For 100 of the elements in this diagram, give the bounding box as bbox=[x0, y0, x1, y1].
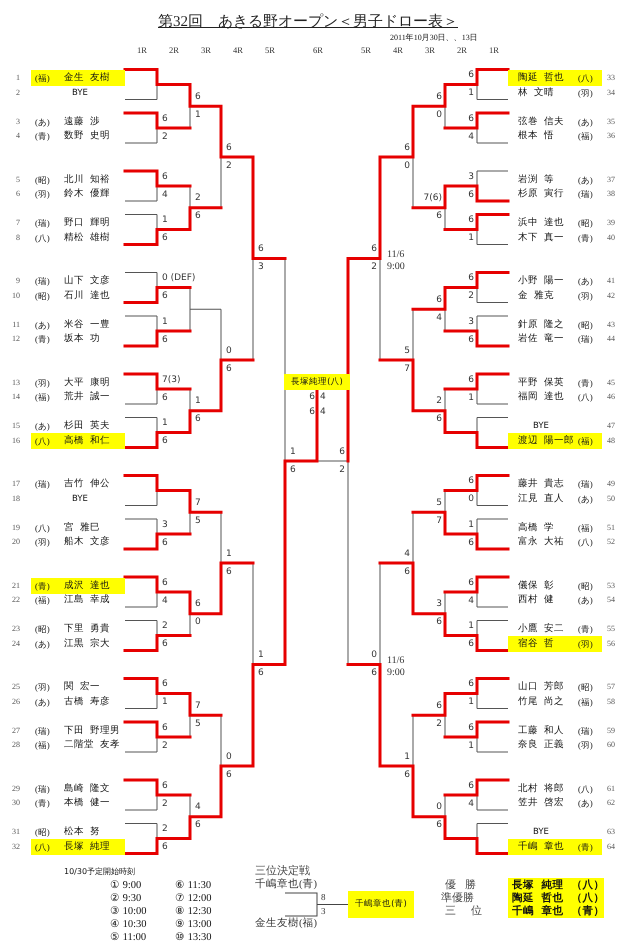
score: 6 bbox=[468, 576, 474, 590]
team-tag: (八) bbox=[578, 782, 593, 794]
match-time: 11/6 9:00 bbox=[387, 248, 406, 272]
round-header: 1R bbox=[137, 44, 147, 56]
score: 6 bbox=[468, 638, 474, 651]
player-number: 49 bbox=[607, 478, 615, 490]
player-number: 28 bbox=[12, 739, 20, 751]
player-number: 26 bbox=[12, 696, 20, 708]
score: 4 bbox=[320, 406, 326, 418]
player-number: 33 bbox=[607, 72, 615, 84]
score: 6 bbox=[162, 170, 168, 184]
score: 6 bbox=[258, 667, 264, 680]
round-header: 3R bbox=[201, 44, 211, 56]
team-tag: (青) bbox=[35, 333, 50, 345]
player-number: 19 bbox=[12, 522, 20, 534]
player-number: 13 bbox=[12, 376, 20, 388]
player-number: 57 bbox=[607, 681, 615, 693]
player-name: 下里 勇貴 bbox=[64, 622, 110, 636]
team-tag: (瑞) bbox=[35, 217, 50, 229]
player-number: 9 bbox=[16, 275, 20, 287]
rank-label: 三 位 bbox=[445, 904, 482, 919]
round-header: 4R bbox=[233, 44, 243, 56]
player-number: 56 bbox=[607, 638, 615, 650]
score: 4 bbox=[162, 188, 168, 202]
team-tag: (瑞) bbox=[578, 333, 593, 345]
round-header: 4R bbox=[393, 44, 403, 56]
score: 3 bbox=[468, 316, 474, 328]
score: 4 bbox=[468, 798, 474, 810]
player-number: 63 bbox=[607, 826, 615, 838]
score: 5 bbox=[404, 344, 410, 358]
player-number: 48 bbox=[607, 434, 615, 446]
team-tag: (あ) bbox=[35, 116, 50, 128]
player-number: 36 bbox=[607, 130, 615, 142]
player-number: 1 bbox=[16, 72, 20, 84]
player-name: 木下 真一 bbox=[518, 230, 564, 244]
player-number: 12 bbox=[12, 333, 20, 345]
score: 6 bbox=[162, 678, 168, 691]
team-tag: (八) bbox=[35, 232, 50, 244]
score: 2 bbox=[226, 160, 232, 172]
team-tag: (青) bbox=[578, 232, 593, 244]
score: 6 bbox=[258, 243, 264, 256]
score: 1 bbox=[195, 395, 201, 408]
player-number: 21 bbox=[12, 580, 20, 592]
player-name: 長塚 純理 bbox=[64, 840, 110, 854]
player-name: 本橋 健一 bbox=[64, 796, 110, 810]
round-header: 5R bbox=[361, 44, 371, 56]
score: 7(3) bbox=[162, 374, 180, 386]
score: 6 bbox=[436, 294, 442, 307]
player-number: 53 bbox=[607, 580, 615, 592]
player-number: 18 bbox=[12, 492, 20, 504]
team-tag: (あ) bbox=[578, 594, 593, 606]
score: 6 bbox=[195, 598, 201, 612]
score: 6 bbox=[162, 576, 168, 590]
score: 0 bbox=[371, 649, 377, 662]
team-tag: (青) bbox=[35, 130, 50, 142]
team-tag: (八) bbox=[578, 536, 593, 548]
player-number: 41 bbox=[607, 275, 615, 287]
player-name: 二階堂 友孝 bbox=[64, 738, 120, 752]
score: 4 bbox=[468, 594, 474, 608]
team-tag: (八) bbox=[578, 72, 593, 84]
team-tag: (昭) bbox=[35, 623, 50, 635]
player-number: 38 bbox=[607, 188, 615, 200]
score: 1 bbox=[290, 446, 296, 458]
player-number: 42 bbox=[607, 290, 615, 302]
score: 6 bbox=[162, 638, 168, 651]
team-tag: (瑞) bbox=[578, 188, 593, 200]
team-tag: (羽) bbox=[578, 739, 593, 751]
team-tag: (あ) bbox=[35, 318, 50, 330]
player-number: 59 bbox=[607, 724, 615, 736]
player-name: 宿谷 哲 bbox=[518, 636, 554, 650]
player-name: 渡辺 陽一郎 bbox=[518, 434, 574, 448]
rank-label: 準優勝 bbox=[441, 891, 474, 905]
score: 6 bbox=[195, 210, 201, 224]
team-tag: (昭) bbox=[35, 826, 50, 838]
player-name: 北村 将郎 bbox=[518, 782, 564, 796]
score: 6 bbox=[436, 90, 442, 104]
player-number: 64 bbox=[607, 840, 615, 852]
score: 6 bbox=[468, 69, 474, 82]
team-tag: (青) bbox=[578, 840, 593, 852]
player-name: 千嶋 章也 bbox=[518, 840, 564, 854]
score: 3 bbox=[436, 598, 442, 612]
team-tag: (八) bbox=[578, 391, 593, 403]
player-number: 60 bbox=[607, 739, 615, 751]
highlighted-row bbox=[508, 70, 602, 86]
score: 6 bbox=[468, 678, 474, 691]
player-name: 岩佐 竜一 bbox=[518, 332, 564, 346]
player-name: 根本 悟 bbox=[518, 129, 554, 143]
team-tag: (羽) bbox=[578, 638, 593, 650]
team-tag: (青) bbox=[35, 797, 50, 809]
score: 2 bbox=[162, 620, 168, 633]
player-number: 45 bbox=[607, 376, 615, 388]
score: 7 bbox=[195, 700, 201, 713]
player-name: 山口 芳郎 bbox=[518, 680, 564, 694]
player-number: 14 bbox=[12, 391, 20, 403]
score: 6 bbox=[468, 780, 474, 792]
score: 2 bbox=[468, 290, 474, 303]
player-number: 61 bbox=[607, 782, 615, 794]
player-name: 宮 雅巳 bbox=[64, 520, 100, 534]
team-tag: (福) bbox=[578, 522, 593, 534]
team-tag: (羽) bbox=[578, 86, 593, 98]
